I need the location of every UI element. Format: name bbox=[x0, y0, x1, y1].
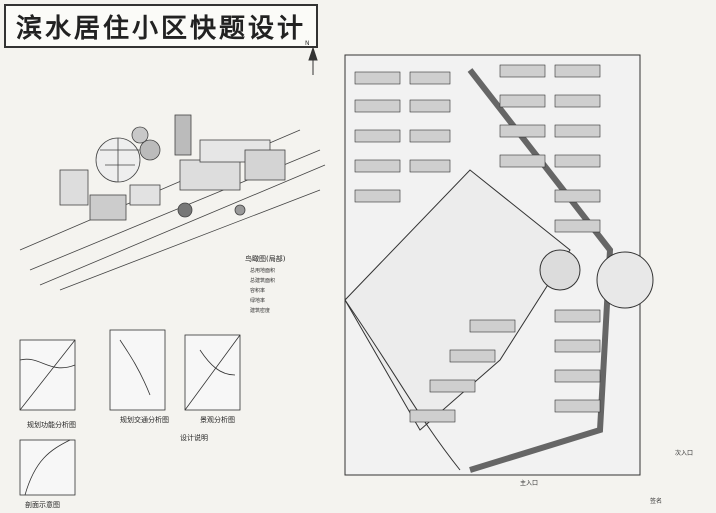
north-label: N bbox=[305, 40, 310, 47]
stat-2: 总建筑面积 bbox=[250, 278, 276, 284]
stat-3: 容积率 bbox=[250, 288, 266, 294]
signature: 签名 bbox=[650, 498, 663, 505]
design-note-title: 设计说明 bbox=[180, 434, 208, 442]
stat-4: 绿地率 bbox=[250, 298, 266, 304]
stat-1: 总用地面积 bbox=[250, 268, 276, 274]
secondary-entry-label: 次入口 bbox=[675, 450, 694, 457]
stat-5: 建筑密度 bbox=[250, 308, 271, 314]
perspective-label: 鸟瞰图(局部) bbox=[245, 255, 286, 263]
diagram-caption-2: 规划交通分析图 bbox=[120, 416, 169, 424]
diagram-caption-3: 景观分析图 bbox=[200, 416, 235, 424]
sheet-title: 滨水居住小区快题设计 bbox=[4, 4, 318, 48]
section-caption: 剖面示意图 bbox=[25, 501, 60, 509]
diagram-caption-1: 规划功能分析图 bbox=[27, 421, 76, 429]
main-entry-label: 主入口 bbox=[520, 480, 539, 487]
